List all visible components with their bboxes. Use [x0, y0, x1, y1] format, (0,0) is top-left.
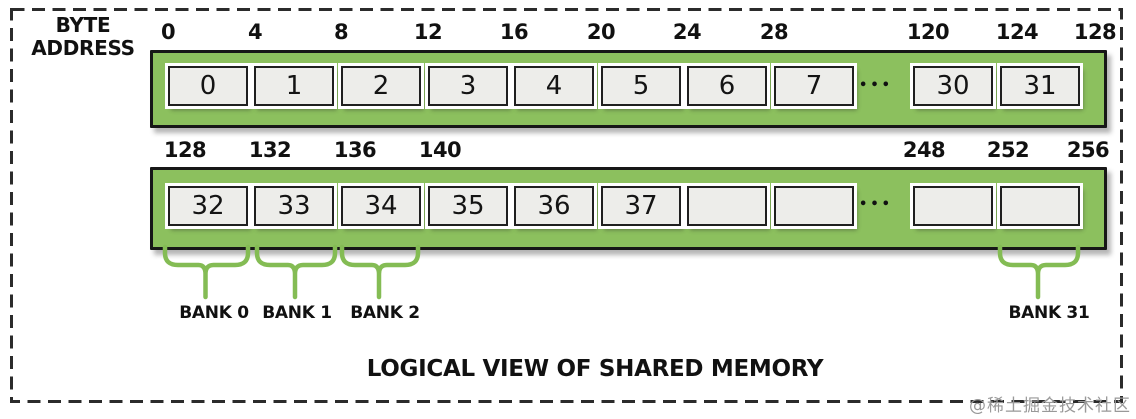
byte-address-value: 28: [759, 20, 789, 44]
bank-label: BANK 2: [350, 303, 420, 323]
memory-cell: 7: [774, 66, 854, 106]
memory-cell-empty: [687, 186, 767, 226]
byte-address-line1: BYTE: [55, 13, 111, 37]
memory-cell: 35: [428, 186, 508, 226]
bank-label: BANK 31: [1008, 303, 1090, 323]
memory-cell-value: 4: [545, 71, 563, 101]
memory-cell-empty: [774, 186, 854, 226]
byte-address-value: 20: [586, 20, 616, 44]
memory-cell-value: 0: [199, 71, 217, 101]
memory-cell-value: 2: [372, 71, 390, 101]
byte-address-value: 128: [1073, 20, 1117, 44]
memory-cell-empty: [1000, 186, 1080, 226]
byte-address-value: 136: [333, 138, 377, 162]
byte-address-value: 140: [418, 138, 462, 162]
byte-address-value: 24: [672, 20, 702, 44]
byte-address-value: 252: [986, 138, 1030, 162]
memory-cell-value: 7: [805, 71, 823, 101]
memory-cell: 30: [913, 66, 993, 106]
memory-cell: 37: [601, 186, 681, 226]
byte-address-value: 248: [902, 138, 946, 162]
memory-cell: 6: [687, 66, 767, 106]
byte-address-value: 16: [499, 20, 529, 44]
memory-cell: 2: [341, 66, 421, 106]
bank-label: BANK 1: [262, 303, 332, 323]
byte-address-value: 128: [163, 138, 207, 162]
memory-cell-value: 37: [624, 191, 658, 221]
bank-brace: [254, 244, 338, 300]
bank-brace: [997, 244, 1081, 300]
memory-cell-value: 6: [718, 71, 736, 101]
memory-cell-value: 32: [191, 191, 225, 221]
bank-brace: [339, 244, 421, 300]
byte-address-value: 256: [1066, 138, 1110, 162]
memory-cell: 1: [254, 66, 334, 106]
byte-address-value: 120: [906, 20, 950, 44]
memory-cell: 33: [254, 186, 334, 226]
bank-brace: [162, 244, 251, 300]
memory-cell: 4: [514, 66, 594, 106]
memory-cell-value: 35: [451, 191, 485, 221]
byte-address-line2: ADDRESS: [31, 36, 135, 60]
memory-cell: 31: [1000, 66, 1080, 106]
byte-address-value: 8: [333, 20, 349, 44]
byte-address-value: 124: [995, 20, 1039, 44]
memory-cell: 34: [341, 186, 421, 226]
memory-cell-value: 33: [277, 191, 311, 221]
byte-address-value: 0: [160, 20, 176, 44]
byte-address-value: 12: [413, 20, 443, 44]
memory-cell-value: 30: [936, 71, 970, 101]
ellipsis: •••: [859, 78, 893, 93]
byte-address-value: 132: [248, 138, 292, 162]
diagram-title: LOGICAL VIEW OF SHARED MEMORY: [366, 356, 824, 382]
memory-cell: 5: [601, 66, 681, 106]
memory-cell-value: 31: [1023, 71, 1057, 101]
memory-cell-value: 36: [537, 191, 571, 221]
watermark: @稀土掘金技术社区: [969, 396, 1131, 416]
byte-address-label: BYTE ADDRESS: [16, 14, 150, 60]
memory-cell-value: 3: [459, 71, 477, 101]
memory-cell-value: 5: [632, 71, 650, 101]
ellipsis: •••: [859, 197, 893, 212]
memory-cell-value: 1: [285, 71, 303, 101]
memory-cell-empty: [913, 186, 993, 226]
memory-cell-value: 34: [364, 191, 398, 221]
byte-address-value: 4: [247, 20, 263, 44]
memory-cell: 0: [168, 66, 248, 106]
bank-label: BANK 0: [179, 303, 249, 323]
memory-cell: 3: [428, 66, 508, 106]
memory-cell: 32: [168, 186, 248, 226]
memory-cell: 36: [514, 186, 594, 226]
